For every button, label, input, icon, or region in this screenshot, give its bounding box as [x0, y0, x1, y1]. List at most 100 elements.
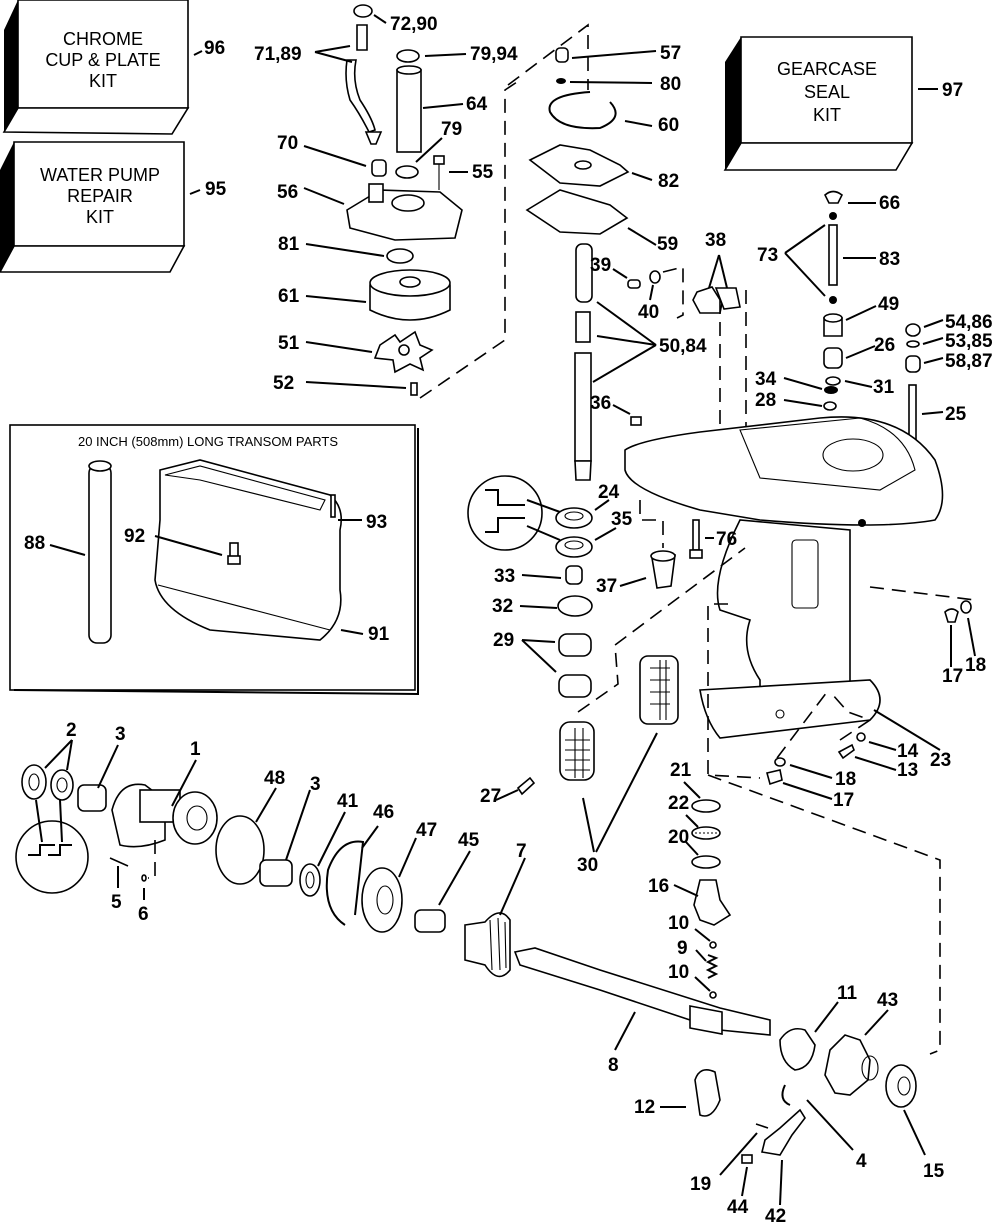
callout-80: 80	[660, 74, 681, 95]
callout-92: 92	[124, 526, 145, 547]
pinion-stack: 21 22 20 16 10 9 10	[648, 760, 732, 999]
callout-8: 8	[608, 1055, 619, 1076]
callout-27: 27	[480, 786, 501, 807]
callout-3a: 3	[115, 724, 126, 745]
kit-95-line-2: REPAIR	[67, 186, 133, 206]
water-screens-group: 30 27	[480, 655, 679, 876]
propeller-shaft-group: 8	[513, 947, 771, 1076]
seal-detail-magnifier	[467, 475, 543, 551]
shift-rod-part	[828, 224, 838, 286]
callout-40: 40	[638, 302, 659, 323]
callout-47: 47	[416, 820, 437, 841]
callout-49: 49	[878, 294, 899, 315]
callout-76: 76	[716, 529, 737, 550]
callout-25: 25	[945, 404, 967, 425]
pump-plate-group: 57 80 60 82 59	[507, 23, 681, 255]
callout-23: 23	[930, 750, 951, 771]
shift-collar-part	[694, 1069, 721, 1117]
propeller-shaft-part	[513, 947, 771, 1036]
callout-32: 32	[492, 596, 513, 617]
callout-51: 51	[278, 333, 300, 354]
callout-15: 15	[923, 1161, 945, 1182]
callout-7: 7	[516, 841, 527, 862]
bearing-housing-group: 2 3 1 5 6 48 3 41 46	[15, 720, 527, 978]
driveshaft-lower-part	[574, 352, 592, 462]
callout-5: 5	[111, 892, 122, 913]
callout-79-94: 79,94	[470, 44, 518, 65]
callout-57: 57	[660, 43, 681, 64]
callout-31: 31	[873, 377, 895, 398]
kit-96-line-3: KIT	[89, 71, 117, 91]
callout-38: 38	[705, 230, 726, 251]
callout-50-84: 50,84	[659, 336, 707, 357]
callout-43: 43	[877, 990, 898, 1011]
shifter-lever-part	[761, 1108, 806, 1156]
callout-52: 52	[273, 373, 294, 394]
callout-24: 24	[598, 482, 620, 503]
callout-95: 95	[205, 179, 227, 200]
callout-29: 29	[493, 630, 514, 651]
long-transom-inset: 20 INCH (508mm) LONG TRANSOM PARTS 88 92…	[9, 424, 419, 696]
retaining-ring-46-part	[325, 840, 365, 926]
callout-6: 6	[138, 904, 149, 925]
retaining-ring-part	[548, 91, 617, 130]
callout-1: 1	[190, 739, 201, 760]
callout-97: 97	[942, 80, 963, 101]
callout-14: 14	[897, 741, 919, 762]
callout-93: 93	[366, 512, 387, 533]
callout-72-90: 72,90	[390, 14, 438, 35]
callout-45: 45	[458, 830, 480, 851]
clutch-reverse-group: 11 43 15 12 4 42 19 44	[634, 983, 945, 1223]
pinion-gear-part	[693, 879, 732, 926]
callout-22: 22	[668, 793, 689, 814]
callout-56: 56	[277, 182, 298, 203]
callout-11: 11	[837, 983, 858, 1004]
callout-9: 9	[677, 938, 688, 959]
gearcase-lower-body	[716, 519, 851, 721]
callout-20: 20	[668, 827, 689, 848]
callout-35: 35	[611, 509, 633, 530]
callout-4: 4	[856, 1151, 867, 1172]
extension-tube-part	[88, 464, 112, 644]
callout-79: 79	[441, 119, 462, 140]
callout-58-87: 58,87	[945, 351, 993, 372]
callout-64: 64	[466, 94, 488, 115]
callout-12: 12	[634, 1097, 655, 1118]
driveshaft-upper-part	[575, 243, 593, 303]
callout-71-89: 71,89	[254, 44, 302, 65]
bolt-76: 76	[689, 519, 737, 559]
gearcase-housing: 23	[624, 416, 976, 1055]
callout-34: 34	[755, 369, 777, 390]
reverse-gear-part	[824, 1034, 871, 1096]
o-ring-48-part	[215, 815, 265, 885]
callout-30: 30	[577, 855, 598, 876]
seal-bearing-stack: 24 35 33 37 32 29	[467, 475, 746, 713]
water-pump-group: 72,90 71,89 79,94 64 79 70 55	[254, 4, 521, 399]
callout-19: 19	[690, 1174, 711, 1195]
seal-detail-magnifier-2	[15, 820, 89, 894]
water-tube-part	[345, 59, 376, 133]
callout-54-86: 54,86	[945, 312, 993, 333]
kit-96-line-2: CUP & PLATE	[45, 50, 160, 70]
kit-95-line-3: KIT	[86, 207, 114, 227]
kit-box-gearcase-seal: GEARCASE SEAL KIT 97	[723, 36, 963, 171]
callout-66: 66	[879, 193, 900, 214]
callout-10b: 10	[668, 962, 689, 983]
stud-part	[908, 384, 917, 441]
grommet-part	[353, 4, 373, 18]
callout-44: 44	[727, 1197, 749, 1218]
callout-18a: 18	[965, 655, 986, 676]
callout-81: 81	[278, 234, 300, 255]
inset-title: 20 INCH (508mm) LONG TRANSOM PARTS	[78, 434, 338, 449]
kit-97-line-3: KIT	[813, 105, 841, 125]
thrust-washer-part	[361, 867, 403, 933]
callout-18b: 18	[835, 769, 856, 790]
callout-10a: 10	[668, 913, 689, 934]
callout-55: 55	[472, 162, 494, 183]
kit-97-line-1: GEARCASE	[777, 59, 877, 79]
callout-28: 28	[755, 390, 776, 411]
callout-53-85: 53,85	[945, 331, 993, 352]
water-screen-left-part	[559, 721, 595, 781]
callout-37: 37	[596, 576, 617, 597]
